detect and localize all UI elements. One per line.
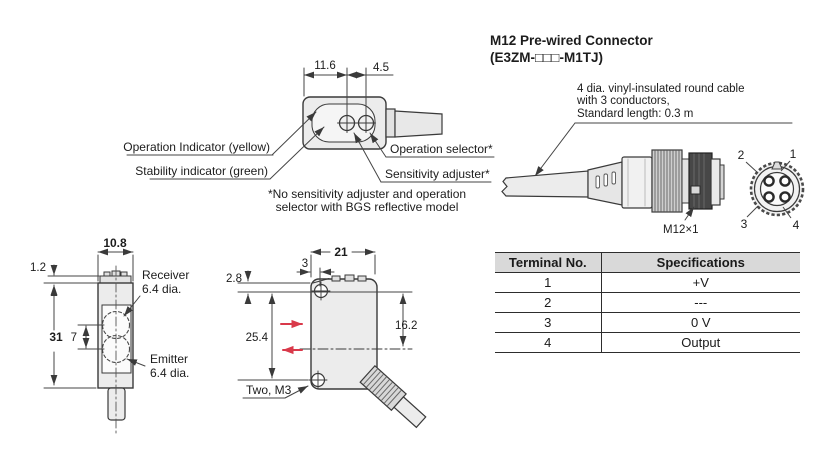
dim-31: 31	[49, 330, 63, 344]
pin-leaders	[745, 160, 792, 219]
specification-cell: ---	[600, 292, 800, 313]
receiver-label-line1: Receiver	[142, 268, 189, 282]
terminal-no-cell: 4	[495, 332, 601, 353]
dim-3: 3	[302, 258, 308, 270]
top-view-leaders	[126, 111, 495, 183]
side-view-dimensions	[237, 248, 413, 399]
thread-leader	[684, 206, 695, 221]
operation-selector-label: Operation selector*	[390, 142, 493, 156]
sensitivity-adjuster-dial	[337, 113, 357, 133]
cable-note-line2: with 3 conductors,	[577, 95, 670, 108]
side-view-top-bumps	[312, 274, 367, 284]
dim-1-2: 1.2	[30, 262, 46, 274]
thread-label: M12×1	[663, 224, 698, 236]
dim-7: 7	[71, 332, 77, 344]
pin-4	[779, 191, 791, 203]
specification-cell: Output	[600, 332, 800, 353]
pinout-pins	[763, 175, 791, 203]
cable-note-line1: 4 dia. vinyl-insulated round cable	[577, 83, 745, 95]
pin-label-3: 3	[741, 217, 748, 231]
footnote-line1: *No sensitivity adjuster and operation	[268, 187, 466, 201]
connector-barrel	[621, 156, 653, 209]
cable-knurl-stripes	[363, 368, 402, 407]
terminal-no-header: Terminal No.	[495, 252, 601, 273]
dim-2-8: 2.8	[226, 273, 242, 285]
emitter-label-line1: Emitter	[150, 352, 188, 366]
terminal-table-container: Terminal No. Specifications 1 +V 2 --- 3…	[495, 252, 800, 353]
front-view-drawing: 10.8 1.2 31 7 Receiver 6.4 dia. Emitter …	[30, 236, 189, 435]
pinout-key-notch	[771, 161, 783, 170]
connector-title-line1: M12 Pre-wired Connector	[490, 33, 653, 48]
terminal-table-header-row: Terminal No. Specifications	[495, 252, 800, 273]
footnote-line2: selector with BGS reflective model	[276, 200, 459, 214]
side-view-drawing: 21 3 2.8 25.4 16.2 Two, M3	[226, 245, 427, 429]
pinout-drawing: 2 1 3 4	[738, 147, 805, 232]
table-row: 4 Output	[495, 332, 800, 353]
connector-tip	[710, 158, 725, 206]
side-view-cable	[359, 364, 427, 429]
connector-cable	[501, 170, 589, 198]
cable-note: 4 dia. vinyl-insulated round cable with …	[577, 83, 745, 120]
specification-cell: 0 V	[600, 312, 800, 333]
mounting-hole-top	[311, 281, 331, 301]
connector-drawing: M12×1	[501, 122, 793, 236]
pin-label-1: 1	[790, 147, 797, 161]
pin-1	[779, 175, 791, 187]
pin-3	[763, 191, 775, 203]
specification-cell: +V	[600, 272, 800, 293]
terminal-no-cell: 2	[495, 292, 601, 313]
connector-title-line2: (E3ZM-□□□-M1TJ)	[490, 50, 603, 65]
mount-label: Two, M3	[246, 383, 292, 397]
pin-2	[763, 175, 775, 187]
specifications-header: Specifications	[600, 252, 800, 273]
dim-4-5: 4.5	[373, 62, 389, 74]
dim-16-2: 16.2	[395, 320, 417, 332]
sensitivity-adjuster-label: Sensitivity adjuster*	[385, 167, 490, 181]
table-row: 3 0 V	[495, 312, 800, 333]
dim-25-4: 25.4	[246, 332, 269, 344]
connector-boot	[587, 161, 623, 206]
front-view-dimensions	[43, 248, 146, 389]
terminal-table: Terminal No. Specifications 1 +V 2 --- 3…	[495, 252, 800, 353]
side-view-body	[310, 278, 378, 390]
dim-21: 21	[334, 245, 348, 259]
stability-indicator-label: Stability indicator (green)	[135, 164, 268, 178]
pin-label-4: 4	[793, 218, 800, 232]
terminal-no-cell: 3	[495, 312, 601, 333]
top-view-drawing: 11.6 4.5 Operation Indicator (yellow) St…	[123, 60, 495, 214]
front-view-cable	[107, 387, 126, 421]
mounting-hole-bottom	[308, 370, 328, 389]
front-view-cap	[99, 270, 132, 285]
connector-thread	[688, 152, 713, 210]
table-row: 2 ---	[495, 292, 800, 313]
cable-note-leader	[534, 122, 793, 177]
receiver-lens	[101, 310, 131, 340]
top-view-dimensions	[303, 67, 394, 115]
pin-label-2: 2	[738, 148, 745, 162]
operation-selector-dial	[356, 113, 376, 133]
top-view-cable	[385, 108, 443, 138]
dim-11-6: 11.6	[314, 60, 336, 72]
connector-spacer	[681, 158, 690, 204]
emitter-label-line2: 6.4 dia.	[150, 366, 189, 380]
dim-10-8: 10.8	[103, 236, 127, 250]
cable-note-line3: Standard length: 0.3 m	[577, 107, 694, 120]
terminal-no-cell: 1	[495, 272, 601, 293]
table-row: 1 +V	[495, 272, 800, 293]
receiver-label-line2: 6.4 dia.	[142, 282, 181, 296]
connector-knurl-nut	[651, 149, 683, 213]
operation-indicator-label: Operation Indicator (yellow)	[123, 140, 270, 154]
